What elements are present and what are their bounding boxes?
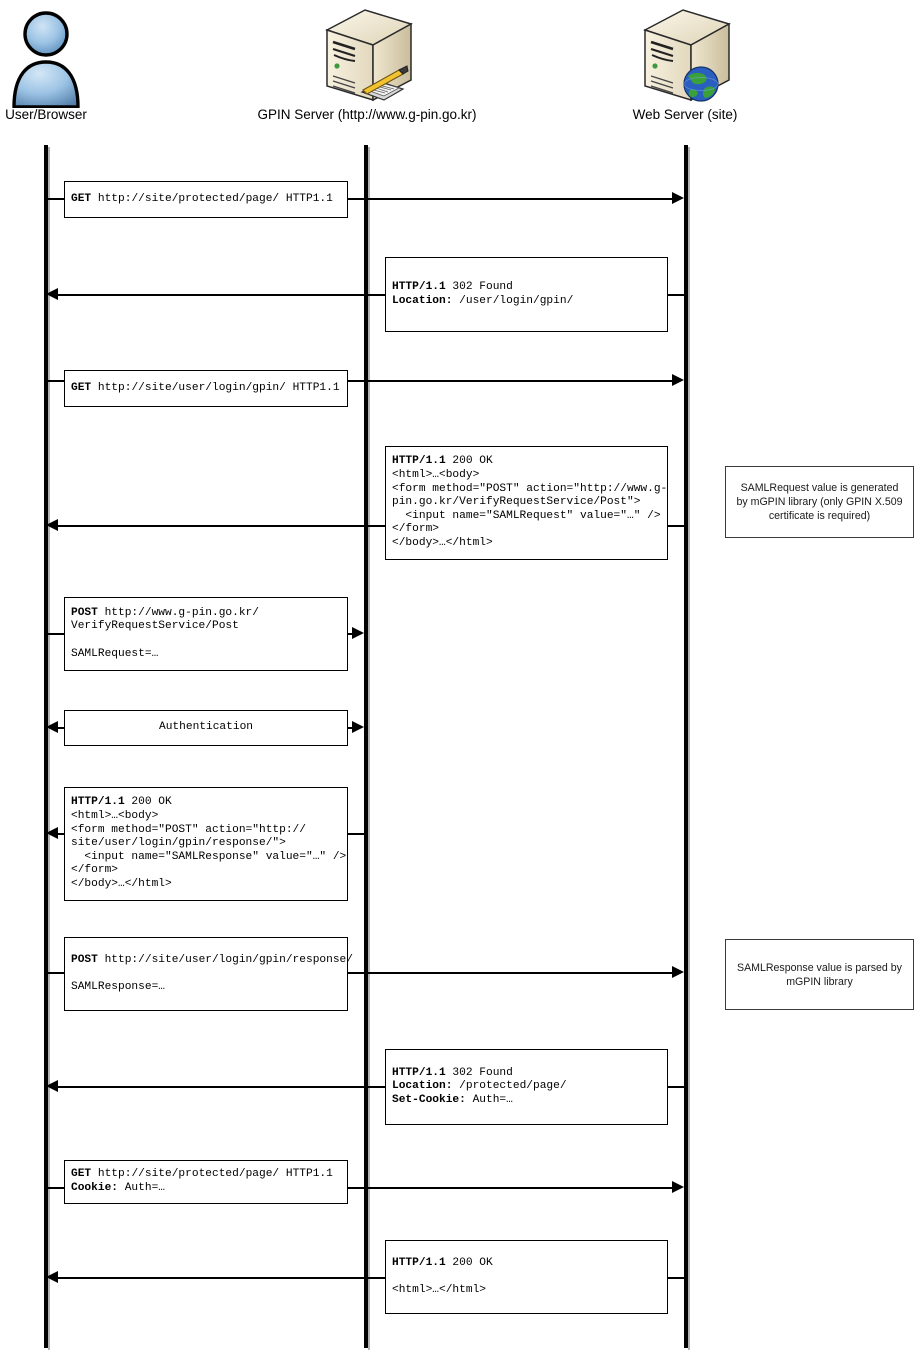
- message-box-post-gpin-response: POST http://site/user/login/gpin/respons…: [64, 937, 353, 1011]
- note-text: SAMLRequest value is generated by mGPIN …: [736, 482, 903, 522]
- server-globe-icon: [643, 9, 731, 102]
- arrow-200-ok-final-html: [56, 1277, 686, 1279]
- message-box-post-verifyrequestservice: POST http://www.g-pin.go.kr/ VerifyReque…: [64, 597, 348, 671]
- arrow-head-right: [672, 966, 684, 978]
- message-box-get-protected-page: GET http://site/protected/page/ HTTP1.1: [64, 181, 348, 218]
- arrow-head-right: [352, 721, 364, 733]
- message-box-200-ok-final-html: HTTP/1.1 200 OK <html>…</html>: [385, 1240, 668, 1314]
- server-pencil-icon: [325, 9, 413, 102]
- actor-web-server: Web Server (site): [580, 8, 790, 122]
- actor-gpin-server: GPIN Server (http://www.g-pin.go.kr): [238, 8, 496, 122]
- arrow-get-protected-page-cookie: [46, 1187, 678, 1189]
- message-text: http://site/protected/page/ HTTP1.1: [91, 192, 333, 205]
- message-box-200-ok-samlrequest-form: HTTP/1.1 200 OK <html>…<body> <form meth…: [385, 446, 668, 560]
- actor-label: GPIN Server (http://www.g-pin.go.kr): [257, 107, 477, 122]
- arrow-get-protected-page: [46, 198, 678, 200]
- arrow-head-right: [672, 192, 684, 204]
- note-samlresponse: SAMLResponse value is parsed by mGPIN li…: [725, 939, 914, 1010]
- message-box-302-found-login-gpin: HTTP/1.1 302 Found Location: /user/login…: [385, 257, 668, 332]
- arrow-head-right: [672, 374, 684, 386]
- arrow-get-login-gpin: [46, 380, 678, 382]
- arrow-302-found-protected-page: [56, 1086, 686, 1088]
- user-icon: [12, 11, 80, 108]
- arrow-head-right: [352, 627, 364, 639]
- message-box-authentication: Authentication: [64, 710, 348, 746]
- lifeline-web-server: [684, 145, 690, 1350]
- arrow-head-left: [46, 721, 58, 733]
- message-box-get-login-gpin: GET http://site/user/login/gpin/ HTTP1.1: [64, 370, 348, 407]
- arrow-head-left: [46, 1271, 58, 1283]
- arrow-head-left: [46, 1080, 58, 1092]
- message-box-get-protected-page-cookie: GET http://site/protected/page/ HTTP1.1 …: [64, 1160, 348, 1204]
- arrow-200-ok-samlrequest-form: [56, 525, 686, 527]
- arrow-302-found-login-gpin: [56, 294, 686, 296]
- actor-user-browser: User/Browser: [0, 8, 92, 122]
- note-samlrequest: SAMLRequest value is generated by mGPIN …: [725, 466, 914, 538]
- message-box-200-ok-samlresponse-form: HTTP/1.1 200 OK <html>…<body> <form meth…: [64, 787, 348, 901]
- actor-label: User/Browser: [5, 107, 87, 122]
- note-text: SAMLResponse value is parsed by mGPIN li…: [737, 961, 902, 988]
- actor-label: Web Server (site): [632, 107, 738, 122]
- arrow-head-left: [46, 519, 58, 531]
- lifeline-user-browser: [44, 145, 50, 1350]
- message-text: Authentication: [159, 721, 253, 734]
- arrow-post-gpin-response: [46, 972, 678, 974]
- message-box-302-found-protected-page: HTTP/1.1 302 Found Location: /protected/…: [385, 1049, 668, 1125]
- lifeline-gpin-server: [364, 145, 370, 1350]
- globe-icon: [683, 66, 719, 102]
- arrow-head-left: [46, 288, 58, 300]
- arrow-head-left: [46, 827, 58, 839]
- arrow-head-right: [672, 1181, 684, 1193]
